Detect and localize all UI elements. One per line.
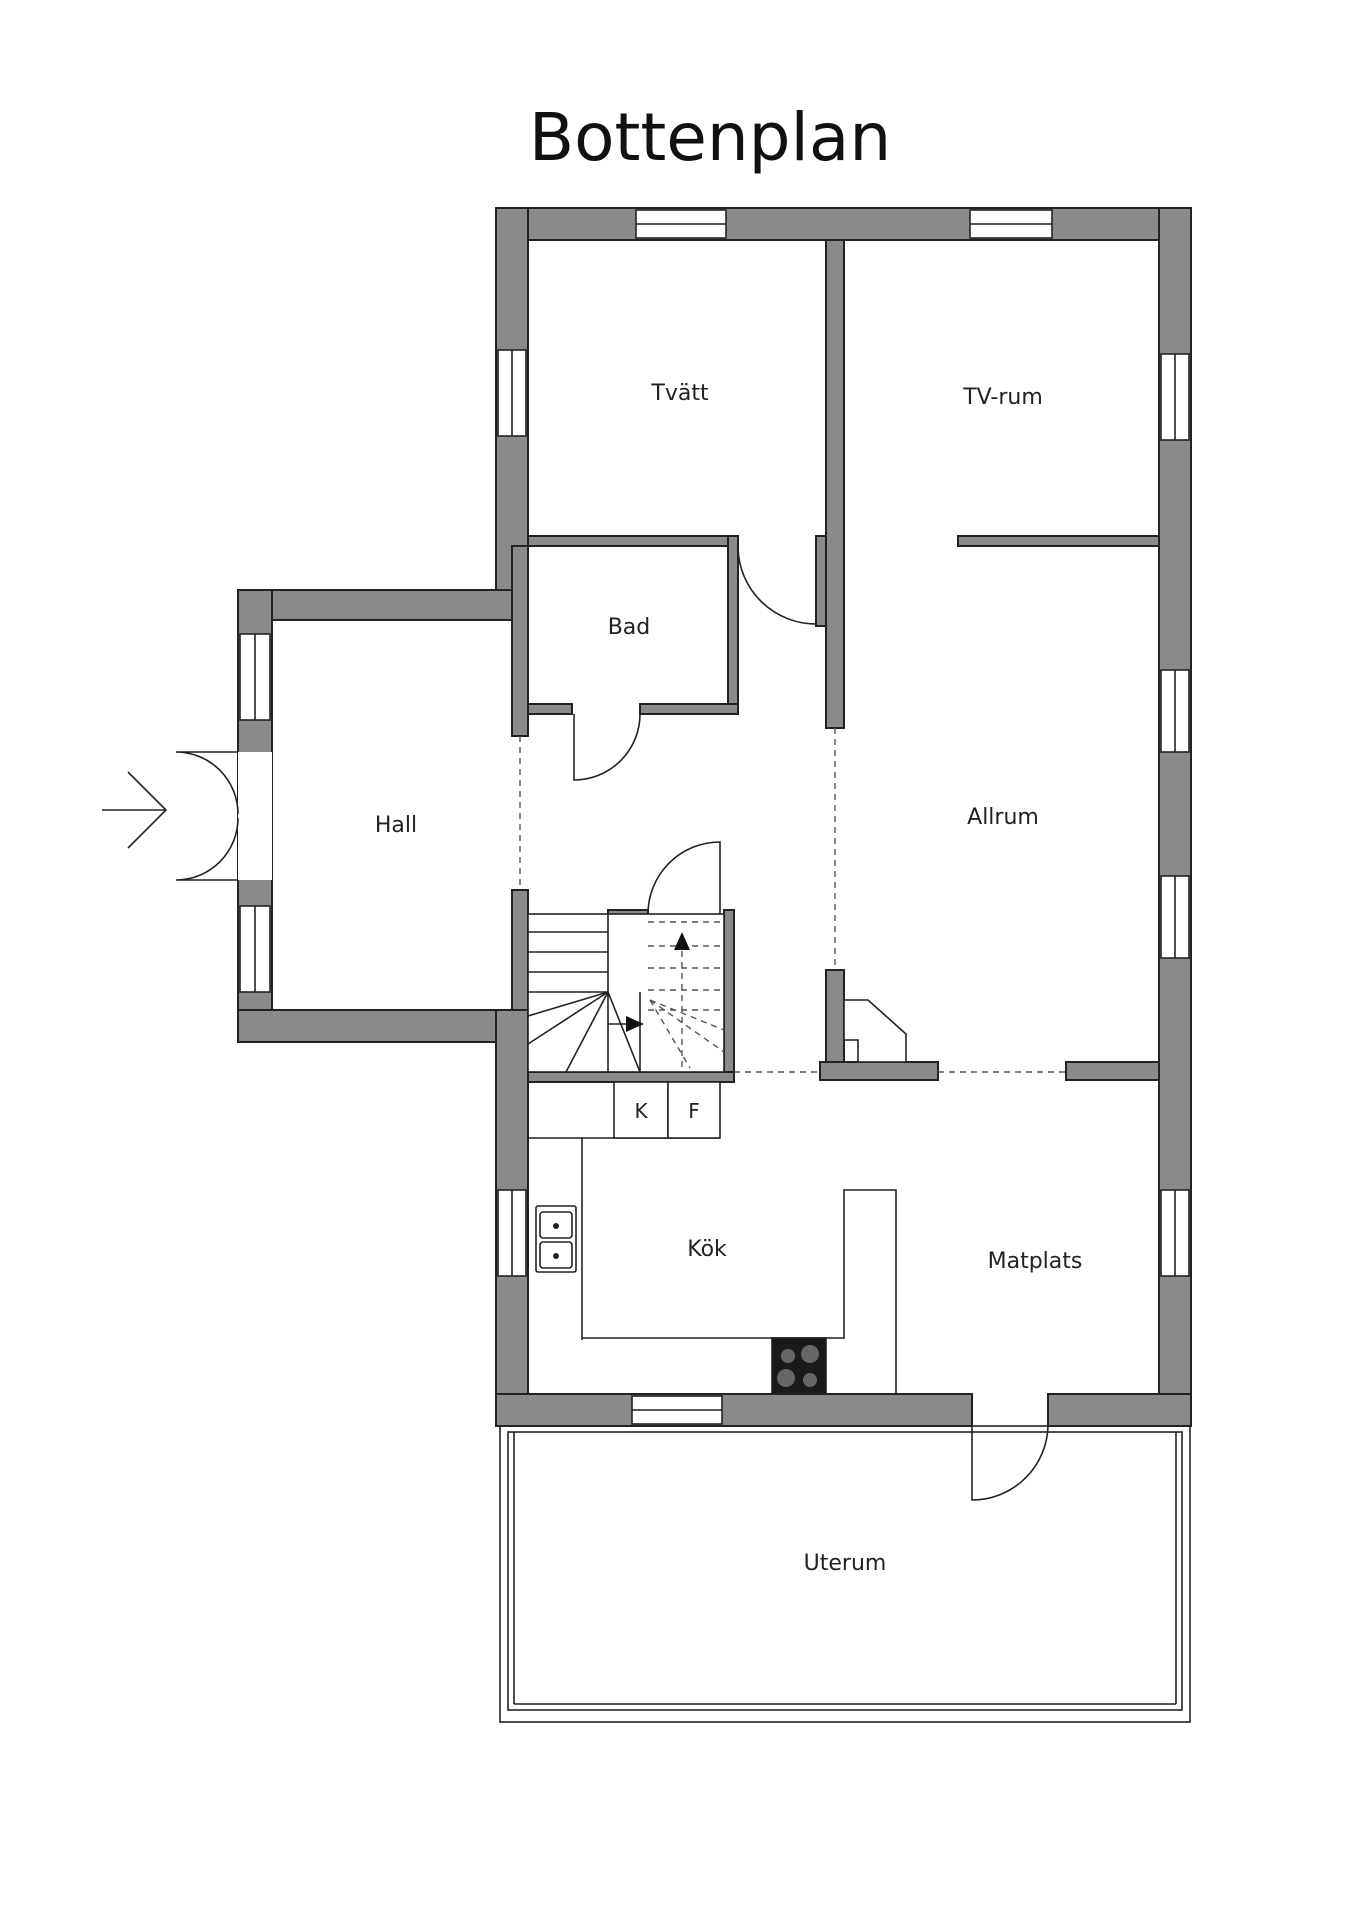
room-label-matplats: Matplats	[988, 1249, 1083, 1274]
room-label-kok: Kök	[687, 1237, 727, 1262]
page-title: Bottenplan	[529, 99, 891, 176]
fireplace	[843, 999, 907, 1063]
fridge-freezer: K F	[613, 1081, 721, 1139]
interior-walls	[511, 239, 1160, 1083]
open-passages	[519, 728, 1066, 1073]
room-label-bad: Bad	[608, 615, 651, 640]
room-label-tvatt: Tvätt	[650, 381, 709, 406]
doors	[573, 546, 1049, 1501]
room-label-hall: Hall	[375, 813, 417, 838]
entrance-door	[175, 751, 272, 881]
room-label-tv-rum: TV-rum	[962, 385, 1043, 410]
kitchen-counter	[528, 1137, 897, 1394]
staircase	[527, 913, 725, 1073]
sunroom	[499, 1425, 1191, 1723]
stove	[771, 1337, 827, 1395]
room-labels: Tvätt TV-rum Bad Hall Allrum Kök Matplat…	[375, 381, 1083, 1576]
sink	[535, 1205, 577, 1273]
room-label-allrum: Allrum	[967, 805, 1039, 830]
room-label-uterum: Uterum	[804, 1551, 887, 1576]
freezer-label: F	[688, 1099, 700, 1123]
fridge-label: K	[634, 1099, 648, 1123]
windows	[239, 209, 1190, 1425]
entrance-arrow-icon	[102, 771, 168, 849]
